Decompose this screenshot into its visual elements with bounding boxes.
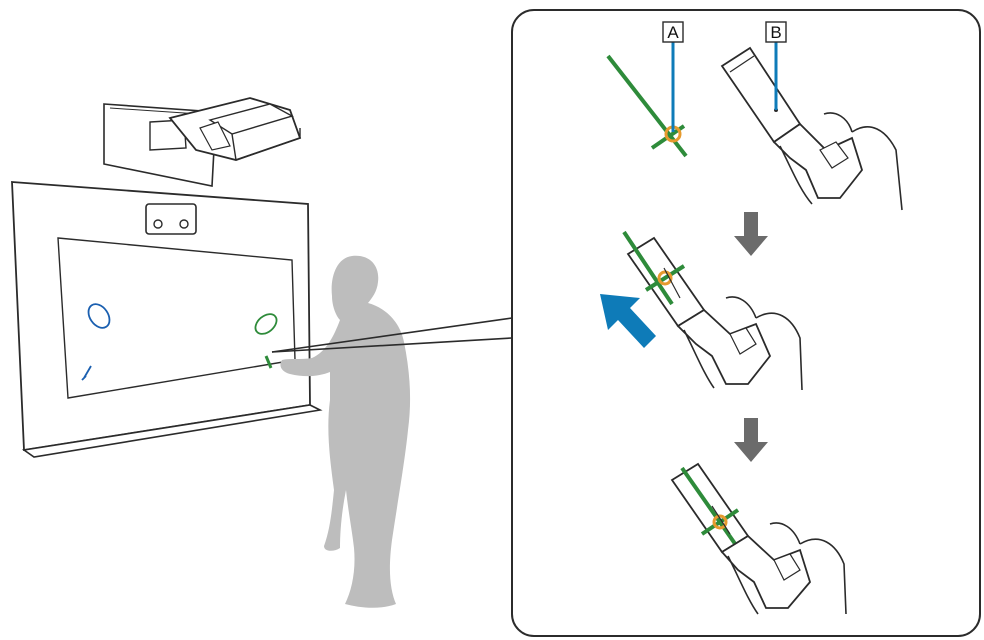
whiteboard-tray — [21, 404, 323, 458]
label-a-box — [662, 21, 684, 43]
calibration-point-green — [254, 313, 278, 335]
wall-scene — [11, 97, 411, 608]
camera-unit-icon — [145, 203, 197, 235]
step-3 — [670, 462, 847, 615]
arrow-down-icon — [734, 212, 768, 256]
projector-icon — [103, 97, 302, 187]
label-b: B — [770, 23, 781, 42]
detail-panel — [511, 9, 981, 637]
pen-hand-icon — [720, 46, 903, 211]
label-a: A — [667, 23, 679, 42]
check-mark-icon — [81, 365, 92, 381]
arrow-down-icon-2 — [734, 418, 768, 462]
pen-icon — [264, 355, 273, 369]
label-b-box — [765, 21, 787, 43]
arrow-up-left-icon — [600, 294, 656, 348]
step-1: A B — [606, 21, 903, 211]
zoom-callout-lines — [271, 317, 513, 353]
calibration-point-blue — [87, 303, 111, 329]
person-silhouette — [280, 255, 411, 608]
step-2 — [600, 230, 803, 391]
